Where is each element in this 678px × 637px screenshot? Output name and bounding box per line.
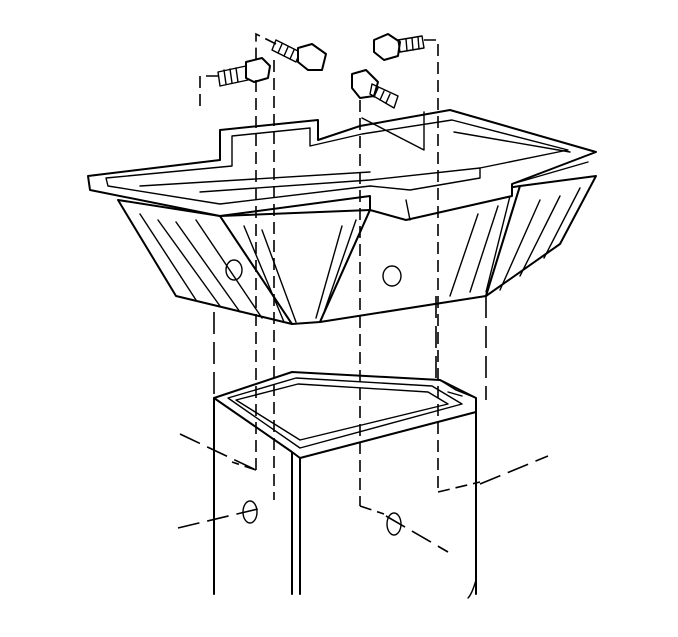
bolt-right-lower <box>351 69 399 109</box>
mounting-bracket <box>87 109 597 325</box>
frame-post <box>213 371 477 599</box>
bolt-right-upper <box>373 33 425 61</box>
bracket-hole-right <box>382 265 402 287</box>
bracket-hole-left <box>225 259 243 281</box>
bolt-left-lower <box>217 57 271 87</box>
bolt-left-upper <box>271 39 327 71</box>
alignment-lines <box>177 32 549 553</box>
